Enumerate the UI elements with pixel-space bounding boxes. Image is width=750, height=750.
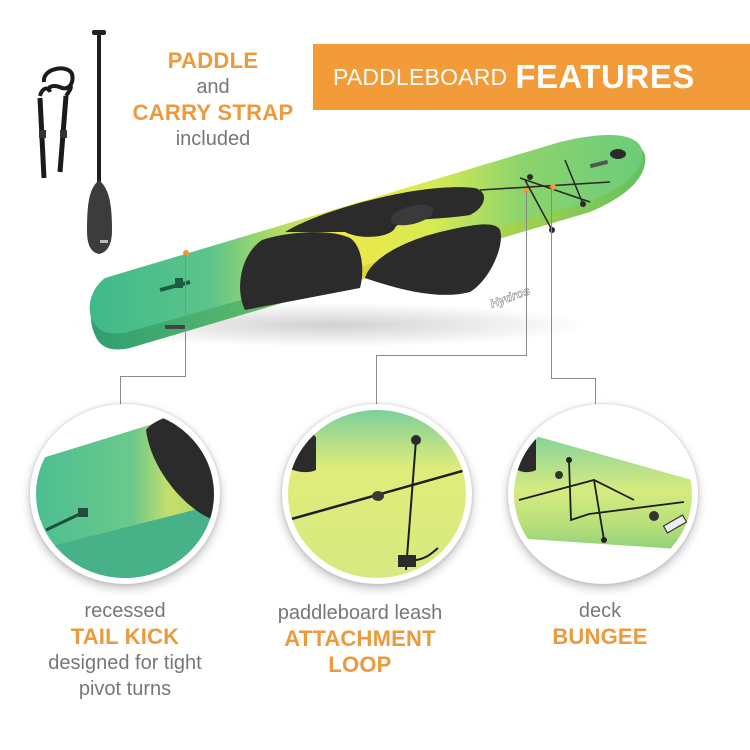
connector-leash-h — [376, 355, 527, 356]
connector-tail-kick-v1 — [185, 253, 186, 377]
tail-kick-closeup-icon — [36, 410, 214, 578]
connector-bungee-h — [551, 378, 595, 379]
leash-loop-title-2: LOOP — [328, 652, 392, 677]
deck-bungee-closeup-icon — [514, 430, 692, 550]
paddle-label: PADDLE — [167, 48, 259, 73]
tail-kick-caption: recessed TAIL KICK designed for tight pi… — [20, 598, 230, 702]
leash-loop-pre: paddleboard leash — [277, 602, 443, 624]
connector-tail-kick-h — [120, 376, 186, 377]
connector-tail-kick-v2 — [120, 376, 121, 406]
tail-kick-title: TAIL KICK — [70, 624, 180, 649]
leash-loop-caption: paddleboard leash ATTACHMENT LOOP — [255, 600, 465, 678]
connector-leash-v2 — [376, 355, 377, 405]
leash-loop-detail-image — [282, 404, 472, 584]
tail-kick-pre: recessed — [84, 600, 166, 622]
leash-loop-closeup-icon — [288, 410, 466, 578]
carry-strap-label: CARRY STRAP — [132, 100, 294, 125]
deck-bungee-caption: deck BUNGEE — [500, 598, 700, 650]
deck-bungee-pre: deck — [578, 600, 622, 622]
tail-kick-desc-1: designed for tight — [48, 652, 202, 674]
tail-kick-detail-image — [30, 404, 220, 584]
and-label: and — [196, 76, 230, 98]
included-text: PADDLE and CARRY STRAP included — [118, 48, 308, 152]
deck-bungee-title: BUNGEE — [552, 624, 648, 649]
banner-prefix: PADDLEBOARD — [333, 63, 508, 90]
connector-bungee-v1 — [551, 187, 552, 378]
features-banner: PADDLEBOARD FEATURES — [313, 44, 750, 110]
paddle-icon — [87, 30, 112, 254]
banner-title: FEATURES — [515, 58, 695, 95]
deck-bungee-detail-image — [508, 404, 698, 584]
paddleboard-image: Hydros — [70, 135, 646, 350]
tail-kick-desc-2: pivot turns — [78, 678, 172, 700]
connector-leash-v1 — [526, 191, 527, 355]
included-label: included — [175, 128, 251, 150]
connector-bungee-v2 — [595, 378, 596, 404]
carry-strap-icon — [37, 66, 75, 179]
leash-loop-title-1: ATTACHMENT — [284, 626, 436, 651]
